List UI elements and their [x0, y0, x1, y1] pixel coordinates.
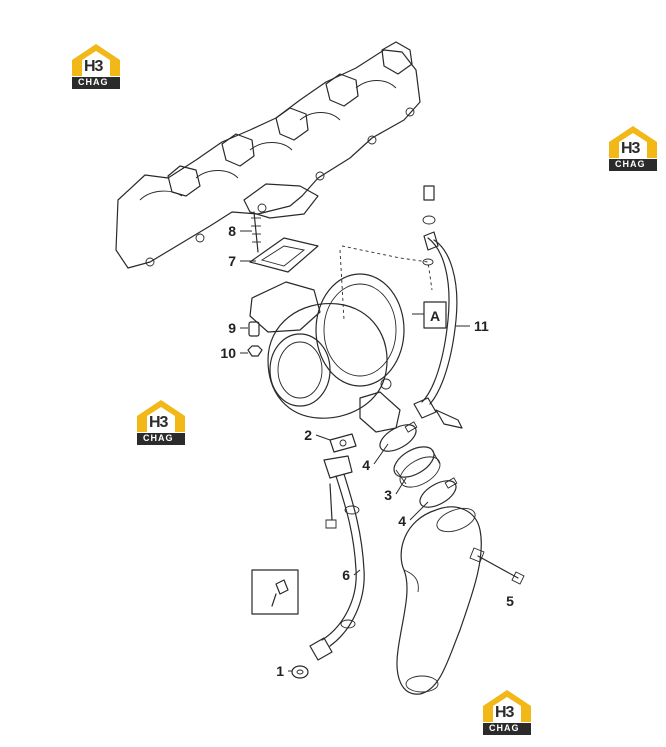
- callout-5: 5: [506, 593, 514, 609]
- callout-4-lower: 4: [398, 513, 406, 529]
- logo-bottom-text: CHAG: [143, 433, 174, 443]
- callout-8: 8: [228, 223, 236, 239]
- brand-logo-top-right: H3 CHAG: [605, 122, 661, 172]
- logo-top-text: H3: [149, 414, 168, 431]
- exhaust-manifold: [115, 41, 421, 269]
- washer-9: [248, 321, 260, 337]
- callout-2: 2: [304, 427, 312, 443]
- oil-drain-pipe-6: [309, 455, 365, 661]
- callout-7: 7: [228, 253, 236, 269]
- logo-top-text: H3: [621, 140, 640, 157]
- callout-10: 10: [220, 345, 236, 361]
- brand-logo-mark: [137, 400, 185, 445]
- oil-feed-pipe-11: [413, 185, 463, 429]
- bolt-5: [469, 547, 525, 585]
- clamp-4-lower: [419, 477, 458, 508]
- nut-10: [247, 345, 263, 357]
- callout-4-upper: 4: [362, 457, 370, 473]
- brand-logo-mark: [483, 690, 531, 735]
- callout-1: 1: [276, 663, 284, 679]
- brand-logo-mark: [72, 44, 120, 89]
- detail-tag-a: A: [412, 301, 447, 329]
- brand-logo-bottom-right: H3 CHAG: [479, 686, 535, 736]
- callouts: 8 7 9 10 11 2 4 3 4 6 5 1: [220, 223, 514, 679]
- intake-elbow: [396, 506, 482, 695]
- callout-11: 11: [474, 318, 489, 334]
- brand-logo-mark: [609, 126, 657, 171]
- logo-top-text: H3: [495, 704, 514, 721]
- hose-3: [393, 446, 441, 488]
- washer-1: [291, 665, 309, 679]
- gasket-2: [329, 433, 357, 453]
- clamp-4-upper: [379, 421, 418, 452]
- logo-bottom-text: CHAG: [615, 159, 646, 169]
- logo-bottom-text: CHAG: [489, 723, 520, 733]
- callout-9: 9: [228, 320, 236, 336]
- gasket-7: [249, 237, 319, 273]
- detail-leader-dashed: [341, 245, 433, 291]
- stud-8: [251, 211, 261, 253]
- logo-top-text: H3: [84, 58, 103, 75]
- detail-tag-label: A: [430, 308, 440, 324]
- detail-leader-dashed-2: [339, 249, 345, 321]
- callout-6: 6: [342, 567, 350, 583]
- logo-bottom-text: CHAG: [78, 77, 109, 87]
- detail-inset-box: [251, 569, 299, 615]
- callout-3: 3: [384, 487, 392, 503]
- brand-logo-middle-left: H3 CHAG: [133, 396, 189, 446]
- turbocharger: [249, 273, 405, 433]
- brand-logo-top-left: H3 CHAG: [68, 40, 124, 90]
